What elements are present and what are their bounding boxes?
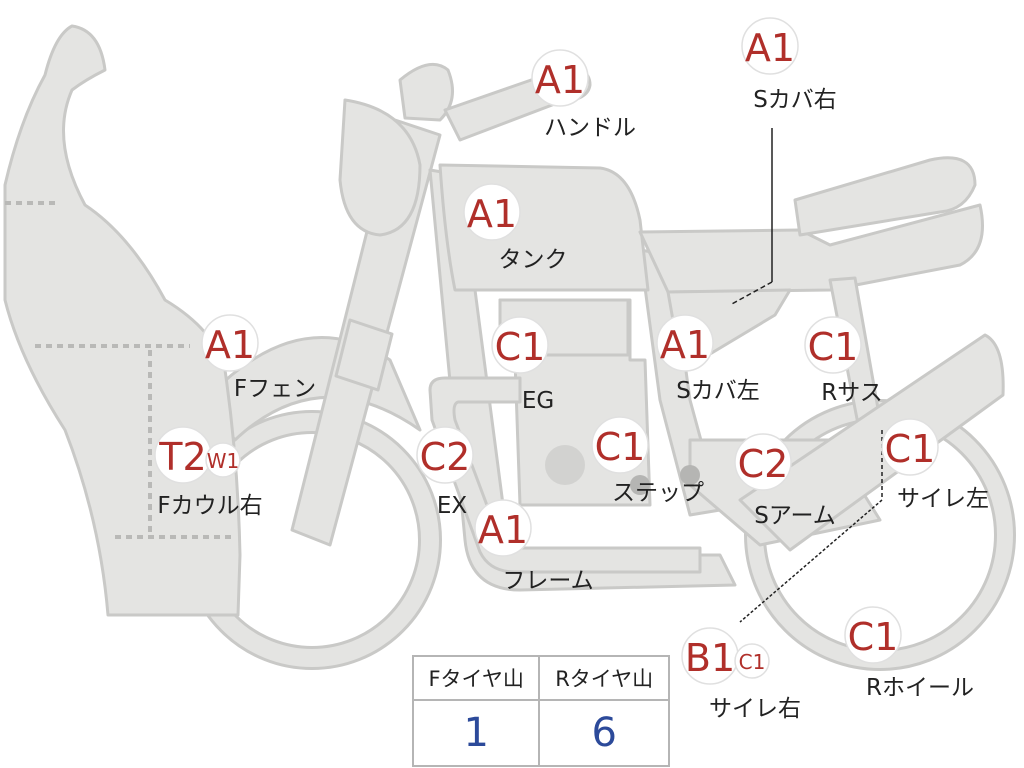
tag-rear-suspension: C1 Rサス <box>804 316 883 406</box>
label-front-cowl-right: Fカウル右 <box>157 493 262 519</box>
tag-engine: C1 EG <box>491 316 554 414</box>
tag-silencer-left: C1 サイレ左 <box>881 418 989 512</box>
tag-front-fender: A1 Fフェン <box>201 314 316 402</box>
rank-step: C1 <box>595 425 646 469</box>
rank-silencer-left: C1 <box>885 427 936 471</box>
rank-s-cover-right: A1 <box>745 26 795 70</box>
silencer-shape <box>738 333 1005 552</box>
rank2-silencer-right: C1 <box>739 650 766 674</box>
tag-frame: A1 フレーム <box>474 499 594 594</box>
tag-swingarm: C2 Sアーム <box>734 433 836 529</box>
tag-front-cowl-right: T2 W1 Fカウル右 <box>154 426 263 519</box>
seat-shape <box>638 203 984 294</box>
rank-frame: A1 <box>478 508 528 552</box>
front-tire-header: Fタイヤ山 <box>411 655 541 701</box>
label-silencer-left: サイレ左 <box>897 486 989 512</box>
tag-tank: A1 タンク <box>463 183 568 273</box>
label-exhaust: EX <box>437 493 468 519</box>
label-frame: フレーム <box>502 568 593 594</box>
label-engine: EG <box>522 388 554 414</box>
label-silencer-right: サイレ右 <box>709 696 801 722</box>
label-step: ステップ <box>612 480 704 506</box>
label-front-fender: Fフェン <box>234 376 316 402</box>
label-rear-suspension: Rサス <box>821 380 883 406</box>
tag-s-cover-right: A1 Sカバ右 <box>741 17 837 113</box>
rank-front-cowl-right: T2 <box>158 435 206 479</box>
front-cowl-shape <box>3 24 242 617</box>
rank-swingarm: C2 <box>738 442 789 486</box>
tag-s-cover-left: A1 Sカバ左 <box>656 314 760 404</box>
rank-exhaust: C2 <box>420 435 471 479</box>
label-handle: ハンドル <box>544 115 636 141</box>
rank-engine: C1 <box>495 325 546 369</box>
tire-tread-table: Fタイヤ山 Rタイヤ山 1 6 <box>411 655 670 767</box>
label-rear-wheel: Rホイール <box>866 675 974 701</box>
rank2-front-cowl-right: W1 <box>207 449 240 473</box>
tag-step: C1 ステップ <box>591 416 704 506</box>
tag-silencer-right: B1 C1 サイレ右 <box>681 627 801 722</box>
label-s-cover-right: Sカバ右 <box>753 87 837 113</box>
label-swingarm: Sアーム <box>754 503 836 529</box>
label-tank: タンク <box>499 247 568 273</box>
rank-rear-wheel: C1 <box>848 615 899 659</box>
rank-handle: A1 <box>535 58 585 102</box>
tag-rear-wheel: C1 Rホイール <box>844 606 974 701</box>
rank-tank: A1 <box>467 192 517 236</box>
label-s-cover-left: Sカバ左 <box>676 378 760 404</box>
front-tire-value: 1 <box>411 699 541 767</box>
rank-s-cover-left: A1 <box>660 323 710 367</box>
leader-lines <box>729 128 883 623</box>
tag-exhaust: C2 EX <box>416 426 474 519</box>
rank-rear-suspension: C1 <box>808 325 859 369</box>
rear-tire-value: 6 <box>538 699 670 767</box>
rank-silencer-right: B1 <box>685 636 735 680</box>
rear-tire-header: Rタイヤ山 <box>538 655 670 701</box>
rank-front-fender: A1 <box>205 323 255 367</box>
tag-handle: A1 ハンドル <box>531 49 636 141</box>
